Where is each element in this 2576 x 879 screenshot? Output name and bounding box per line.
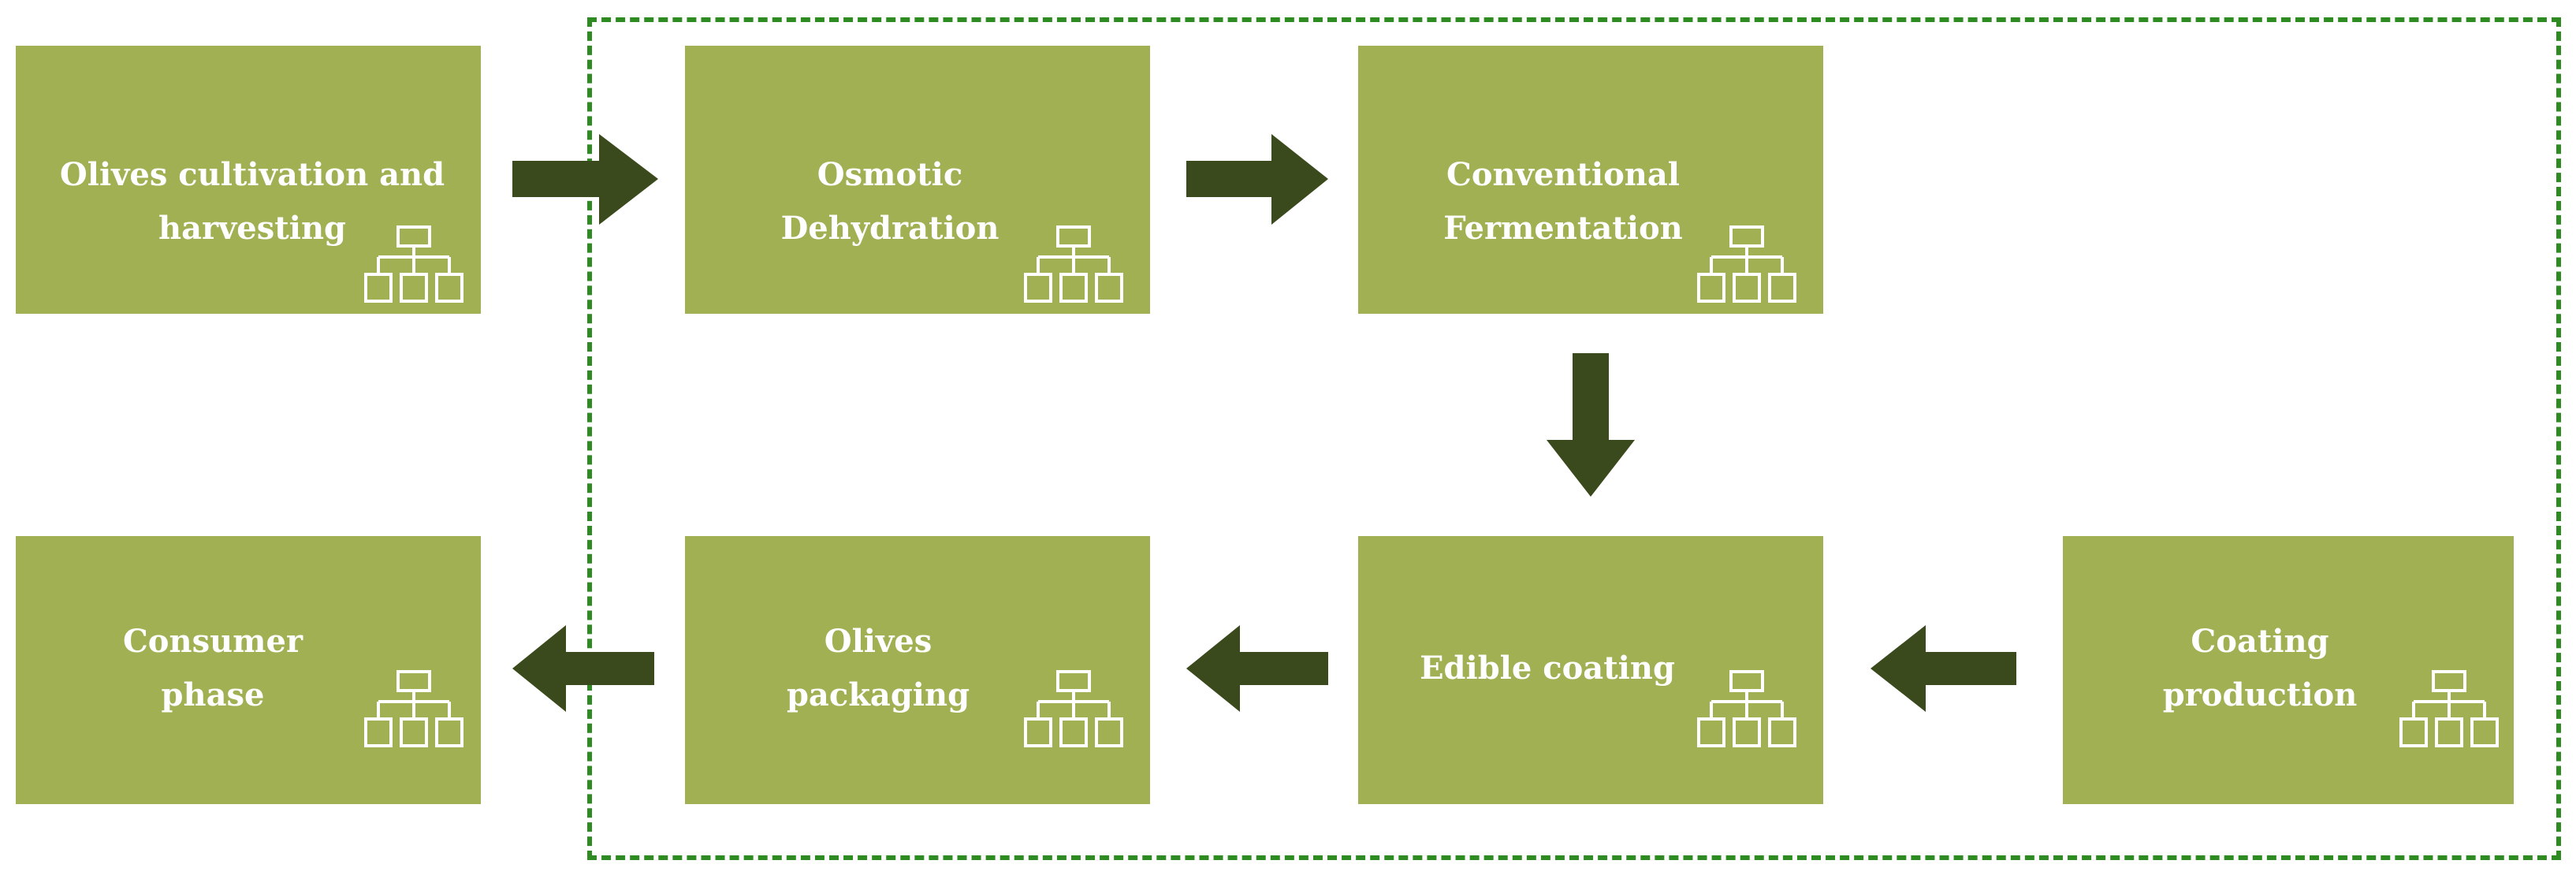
hierarchy-icon xyxy=(1024,670,1123,747)
system-boundary xyxy=(587,17,2561,860)
hierarchy-icon xyxy=(364,670,463,747)
process-box-fermentation[interactable]: Conventional Fermentation xyxy=(1358,46,1823,314)
process-label-osmotic: Osmotic Dehydration xyxy=(780,156,1000,247)
process-box-consumer[interactable]: Consumer phase xyxy=(16,536,481,804)
process-box-edible-coating[interactable]: Edible coating xyxy=(1358,536,1823,804)
hierarchy-icon xyxy=(1024,225,1123,303)
process-label-edible-coating: Edible coating xyxy=(1420,650,1675,687)
process-box-coating-production[interactable]: Coating production xyxy=(2063,536,2514,804)
process-label-coating-production: Coating production xyxy=(2162,623,2358,713)
hierarchy-icon xyxy=(364,225,463,303)
process-box-osmotic[interactable]: Osmotic Dehydration xyxy=(685,46,1150,314)
process-label-cultivation: Olives cultivation and harvesting xyxy=(59,156,445,247)
hierarchy-icon xyxy=(2399,670,2499,747)
process-label-fermentation: Conventional Fermentation xyxy=(1443,156,1683,247)
flow-arrow-down xyxy=(1547,353,1635,497)
process-label-consumer: Consumer phase xyxy=(122,623,303,713)
flow-arrow-right xyxy=(1186,134,1328,225)
flow-arrow-left xyxy=(1186,625,1328,712)
process-label-packaging: Olives packaging xyxy=(786,623,970,713)
hierarchy-icon xyxy=(1697,670,1796,747)
process-box-cultivation[interactable]: Olives cultivation and harvesting xyxy=(16,46,481,314)
process-box-packaging[interactable]: Olives packaging xyxy=(685,536,1150,804)
flow-arrow-left xyxy=(512,625,654,712)
flow-arrow-right xyxy=(512,134,658,225)
hierarchy-icon xyxy=(1697,225,1796,303)
flow-arrow-left xyxy=(1871,625,2016,712)
